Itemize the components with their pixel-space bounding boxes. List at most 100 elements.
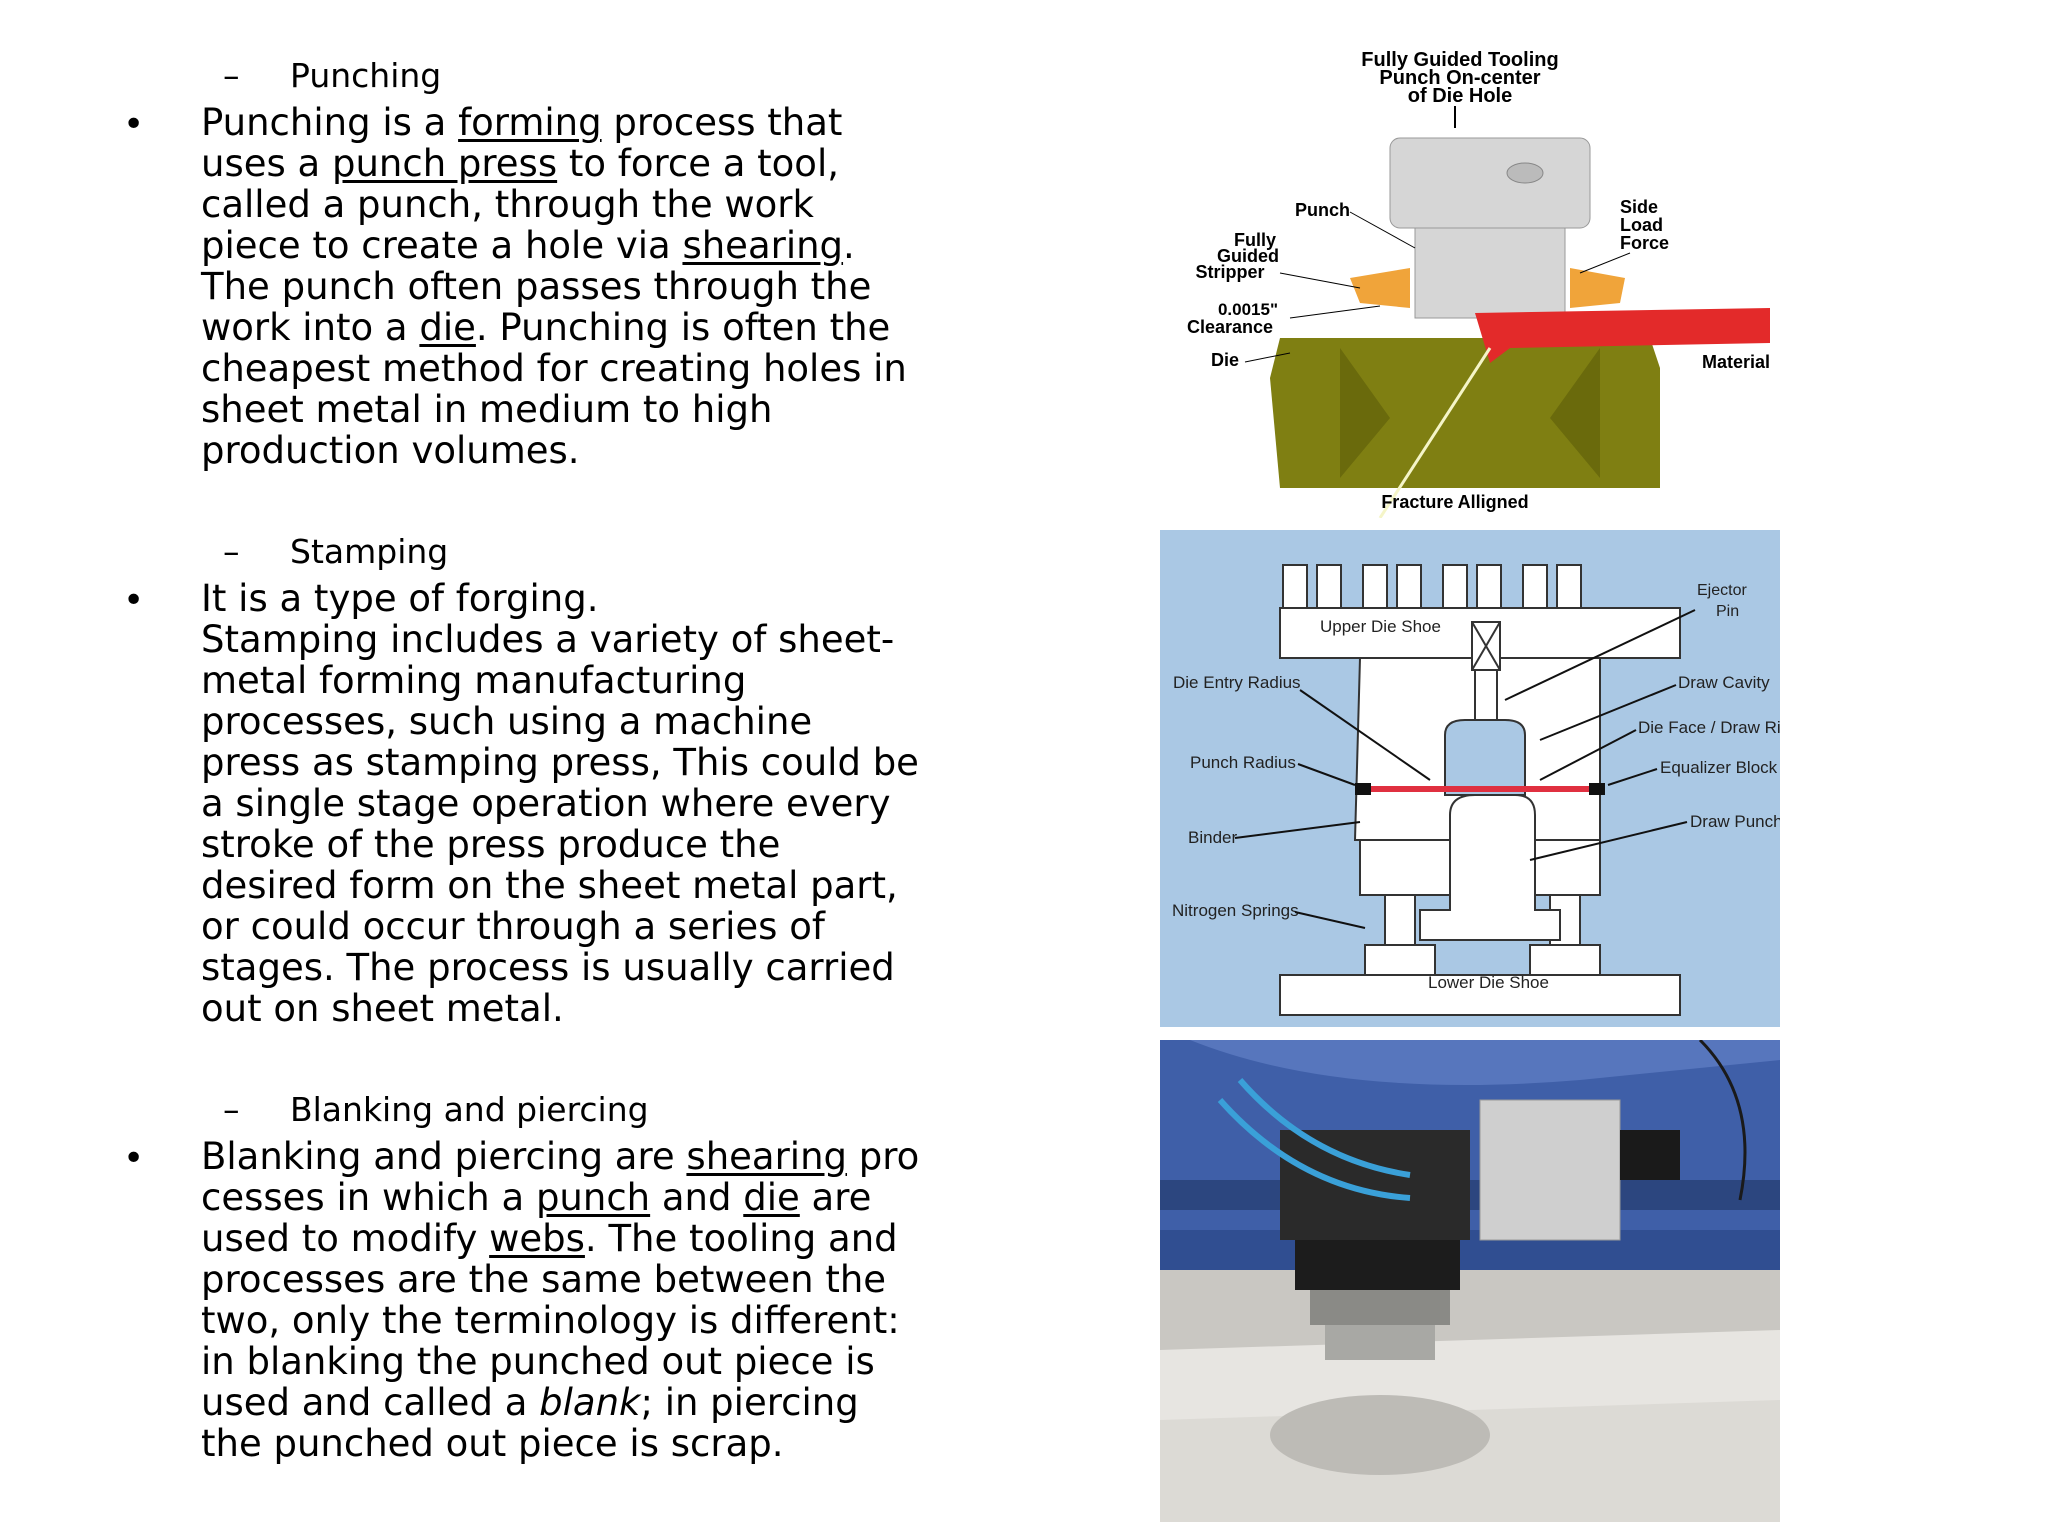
ejector-pin-block	[1316, 564, 1342, 611]
hyperlink-term[interactable]: shearing	[686, 1135, 848, 1178]
label-equalizer-block: Equalizer Block	[1660, 758, 1778, 777]
label-die: Die	[1211, 350, 1239, 370]
lower-die-shoe	[1279, 974, 1681, 1016]
text-run: metal forming manufacturing	[201, 659, 747, 702]
label-ejector-pin: Ejector	[1697, 582, 1747, 599]
ejector-pin-block	[1442, 564, 1468, 611]
subheading-label: Punching	[290, 56, 442, 95]
paragraph-line: sheet metal in medium to high	[201, 389, 901, 430]
paragraph-line: desired form on the sheet metal part,	[201, 865, 901, 906]
stamping-die-diagram: Upper Die Shoe Ejector Pin Die Entry Rad…	[1160, 530, 1780, 1027]
leader-line	[1244, 352, 1291, 363]
text-run: press as stamping press, This could be	[201, 741, 919, 784]
ejector-pin-block	[1476, 564, 1502, 611]
text-run: a single stage operation where every	[201, 782, 891, 825]
text-run: processes, such using a machine	[201, 700, 813, 743]
subheading-label: Stamping	[290, 532, 449, 571]
tool-ring	[1295, 1240, 1460, 1290]
italic-term: blank	[539, 1381, 641, 1424]
paragraph-line: two, only the terminology is different:	[201, 1300, 901, 1341]
text-run: called a punch, through the work	[201, 183, 814, 226]
text-run: Blanking and piercing are	[201, 1135, 687, 1178]
ejector-pin-block	[1396, 564, 1422, 611]
fracture-line	[1378, 347, 1492, 518]
text-run: The punch often passes through the	[201, 265, 872, 308]
leader-line	[1607, 768, 1658, 786]
text-run: stages. The process is usually carried	[201, 946, 895, 989]
hyperlink-term[interactable]: shearing	[682, 224, 844, 267]
hyperlink-term[interactable]: die	[743, 1176, 800, 1219]
text-run: It is a type of forging.	[201, 577, 599, 620]
label-fracture-aligned: Fracture Alligned	[1381, 492, 1528, 512]
punch-tool	[1310, 1290, 1450, 1325]
die-shading	[1340, 348, 1390, 478]
leader-line	[1289, 305, 1381, 319]
hyperlink-term[interactable]: punch	[535, 1176, 651, 1219]
text-run: pro	[847, 1135, 920, 1178]
paragraph-line: processes, such using a machine	[201, 701, 901, 742]
paragraph-line: metal forming manufacturing	[201, 660, 901, 701]
paragraph-line: The punch often passes through the	[201, 266, 901, 307]
hyperlink-term[interactable]: die	[419, 306, 476, 349]
text-run: . The tooling and	[584, 1217, 898, 1260]
punch-body	[1414, 227, 1566, 319]
text-run: process that	[601, 101, 843, 144]
leader-line	[1234, 821, 1361, 839]
air-hose	[1237, 1078, 1411, 1178]
leader-line	[1529, 821, 1688, 861]
label-material: Material	[1702, 352, 1770, 372]
leader-line	[1579, 252, 1631, 274]
ejector-pin-block	[1362, 564, 1388, 611]
subheading-label: Blanking and piercing	[290, 1090, 649, 1129]
diagram-title-line: Punch On-center	[1379, 67, 1540, 89]
paragraph-line: production volumes.	[201, 430, 901, 471]
ejector-pin	[1474, 669, 1498, 721]
hyperlink-term[interactable]: forming	[458, 101, 602, 144]
punch-carriage	[1479, 1099, 1621, 1241]
label-clearance: Clearance	[1187, 317, 1273, 337]
die-block	[1270, 338, 1660, 488]
label-lower-die-shoe: Lower Die Shoe	[1428, 973, 1549, 992]
ejector-cross	[1471, 621, 1501, 671]
text-run: work into a	[201, 306, 420, 349]
label-stripper: Guided	[1217, 246, 1279, 266]
die-shading	[1550, 348, 1600, 478]
text-run: .	[843, 224, 855, 267]
hyperlink-term[interactable]: punch press	[331, 142, 558, 185]
text-run: desired form on the sheet metal part,	[201, 864, 898, 907]
label-punch: Punch	[1295, 200, 1350, 220]
hyperlink-term[interactable]: webs	[489, 1217, 585, 1260]
cable	[1698, 1040, 1747, 1201]
paragraph-line: piece to create a hole via shearing.	[201, 225, 901, 266]
label-draw-cavity: Draw Cavity	[1678, 673, 1770, 692]
tool-holder	[1280, 1130, 1470, 1240]
sheet-metal	[1355, 786, 1605, 792]
text-run: processes are the same between the	[201, 1258, 887, 1301]
label-punch-radius: Punch Radius	[1190, 753, 1296, 772]
punch-tip	[1325, 1325, 1435, 1360]
equalizer-block-left	[1355, 783, 1371, 795]
label-ejector-pin: Pin	[1716, 603, 1739, 620]
punch-head	[1389, 137, 1591, 229]
ejector-pin-block	[1556, 564, 1582, 611]
text-run: stroke of the press produce the	[201, 823, 781, 866]
text-run: used to modify	[201, 1217, 490, 1260]
label-die-entry-radius: Die Entry Radius	[1173, 673, 1301, 692]
text-run: uses a	[201, 142, 332, 185]
label-binder: Binder	[1188, 828, 1237, 847]
label-nitrogen-springs: Nitrogen Springs	[1172, 901, 1299, 920]
text-run: Stamping includes a variety of sheet-	[201, 618, 895, 661]
lower-die	[1270, 1395, 1490, 1475]
paragraph-stamping: It is a type of forging.Stamping include…	[201, 577, 919, 1029]
text-run: used and called a	[201, 1381, 540, 1424]
bullet-marker: •	[123, 1138, 145, 1179]
diagram-title-line: Fully Guided Tooling	[1361, 49, 1558, 71]
paragraph-line: used and called a blank; in piercing	[201, 1382, 901, 1423]
text-run: production volumes.	[201, 429, 580, 472]
leader-line	[1299, 689, 1431, 781]
text-run: two, only the terminology is different:	[201, 1299, 900, 1342]
paragraph-line: processes are the same between the	[201, 1259, 901, 1300]
stripper-right	[1570, 268, 1625, 308]
text-run: to force a tool,	[557, 142, 839, 185]
